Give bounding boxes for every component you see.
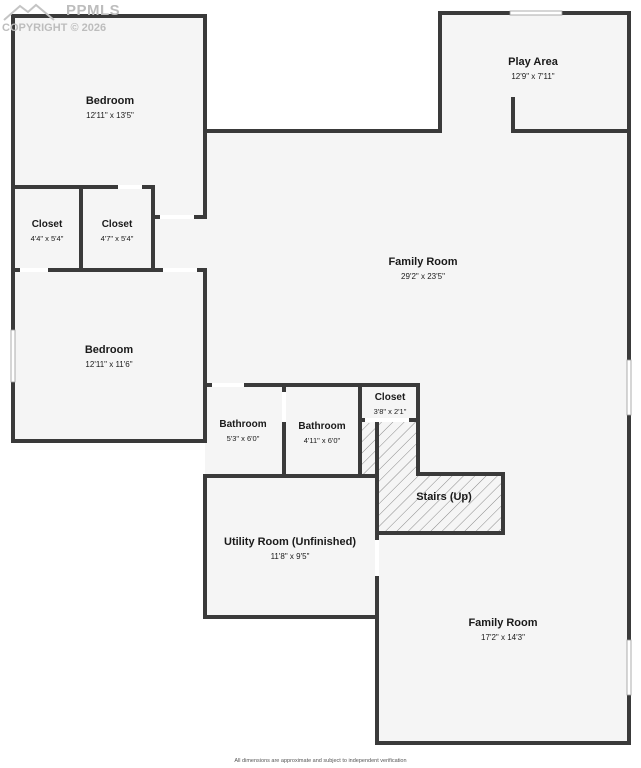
room-name: Bathroom bbox=[219, 419, 267, 430]
door-opening bbox=[20, 268, 48, 272]
room-name: Family Room bbox=[388, 256, 458, 268]
floor-left-wing bbox=[13, 16, 205, 441]
watermark-copyright: COPYRIGHT © 2026 bbox=[2, 22, 107, 34]
room-label-bathroom-right: Bathroom 4'11" x 6'0" bbox=[298, 420, 345, 446]
door-opening bbox=[212, 383, 244, 387]
room-dimensions: 4'7" x 5'4" bbox=[100, 234, 134, 243]
disclaimer-text: All dimensions are approximate and subje… bbox=[234, 758, 407, 764]
room-name: Stairs (Up) bbox=[416, 491, 472, 503]
room-name: Closet bbox=[31, 219, 63, 230]
door-opening bbox=[365, 418, 409, 422]
room-dimensions: 12'11" x 13'5" bbox=[86, 111, 134, 120]
window bbox=[626, 639, 632, 696]
room-label-stairs: Stairs (Up) bbox=[416, 491, 472, 504]
door-opening bbox=[160, 215, 194, 219]
room-dimensions: 12'9" x 7'11" bbox=[511, 72, 555, 81]
room-dimensions: 4'11" x 6'0" bbox=[303, 436, 341, 445]
room-name: Play Area bbox=[508, 56, 558, 68]
room-label-family-room-main: Family Room 29'2" x 23'5" bbox=[388, 256, 457, 282]
closet-side-hatch bbox=[362, 423, 375, 475]
room-dimensions: 5'3" x 6'0" bbox=[226, 434, 260, 443]
room-label-closet-small: Closet 3'8" x 2'1" bbox=[374, 391, 407, 417]
room-label-family-room-lower: Family Room 17'2" x 14'3" bbox=[468, 617, 537, 643]
room-label-closet-left: Closet 4'4" x 5'4" bbox=[31, 218, 64, 244]
watermark-logo: PPMLS bbox=[66, 2, 121, 19]
floor-fills bbox=[13, 13, 629, 743]
door-opening bbox=[118, 185, 142, 189]
room-name: Bedroom bbox=[84, 344, 134, 356]
windows bbox=[10, 10, 632, 696]
room-name: Bathroom bbox=[298, 421, 346, 432]
window bbox=[626, 359, 632, 416]
room-name: Family Room bbox=[468, 617, 538, 629]
window bbox=[10, 329, 16, 383]
room-dimensions: 3'8" x 2'1" bbox=[373, 407, 407, 416]
stairs-hatch bbox=[377, 422, 503, 533]
room-name: Closet bbox=[101, 219, 133, 230]
room-dimensions: 11'8" x 9'5" bbox=[270, 552, 310, 561]
room-label-play-area: Play Area 12'9" x 7'11" bbox=[508, 56, 558, 82]
room-dimensions: 17'2" x 14'3" bbox=[481, 633, 525, 642]
room-label-bedroom-top: Bedroom 12'11" x 13'5" bbox=[86, 95, 134, 121]
room-label-closet-mid: Closet 4'7" x 5'4" bbox=[101, 218, 134, 244]
room-dimensions: 12'11" x 11'6" bbox=[85, 360, 133, 369]
floor-main-area bbox=[205, 13, 629, 743]
room-dimensions: 29'2" x 23'5" bbox=[401, 272, 445, 281]
room-label-utility-room: Utility Room (Unfinished) 11'8" x 9'5" bbox=[224, 536, 356, 562]
mountain-logo-icon bbox=[3, 3, 55, 21]
room-label-bathroom-left: Bathroom 5'3" x 6'0" bbox=[219, 418, 266, 444]
window bbox=[509, 10, 563, 16]
room-name: Utility Room (Unfinished) bbox=[224, 536, 356, 548]
door-opening bbox=[375, 540, 379, 576]
stairs-block bbox=[362, 422, 503, 533]
door-opening bbox=[163, 268, 197, 272]
room-name: Bedroom bbox=[85, 95, 135, 107]
door-opening bbox=[282, 392, 286, 422]
room-dimensions: 4'4" x 5'4" bbox=[30, 234, 64, 243]
room-label-bedroom-bottom: Bedroom 12'11" x 11'6" bbox=[85, 344, 133, 370]
room-name: Closet bbox=[374, 392, 406, 403]
